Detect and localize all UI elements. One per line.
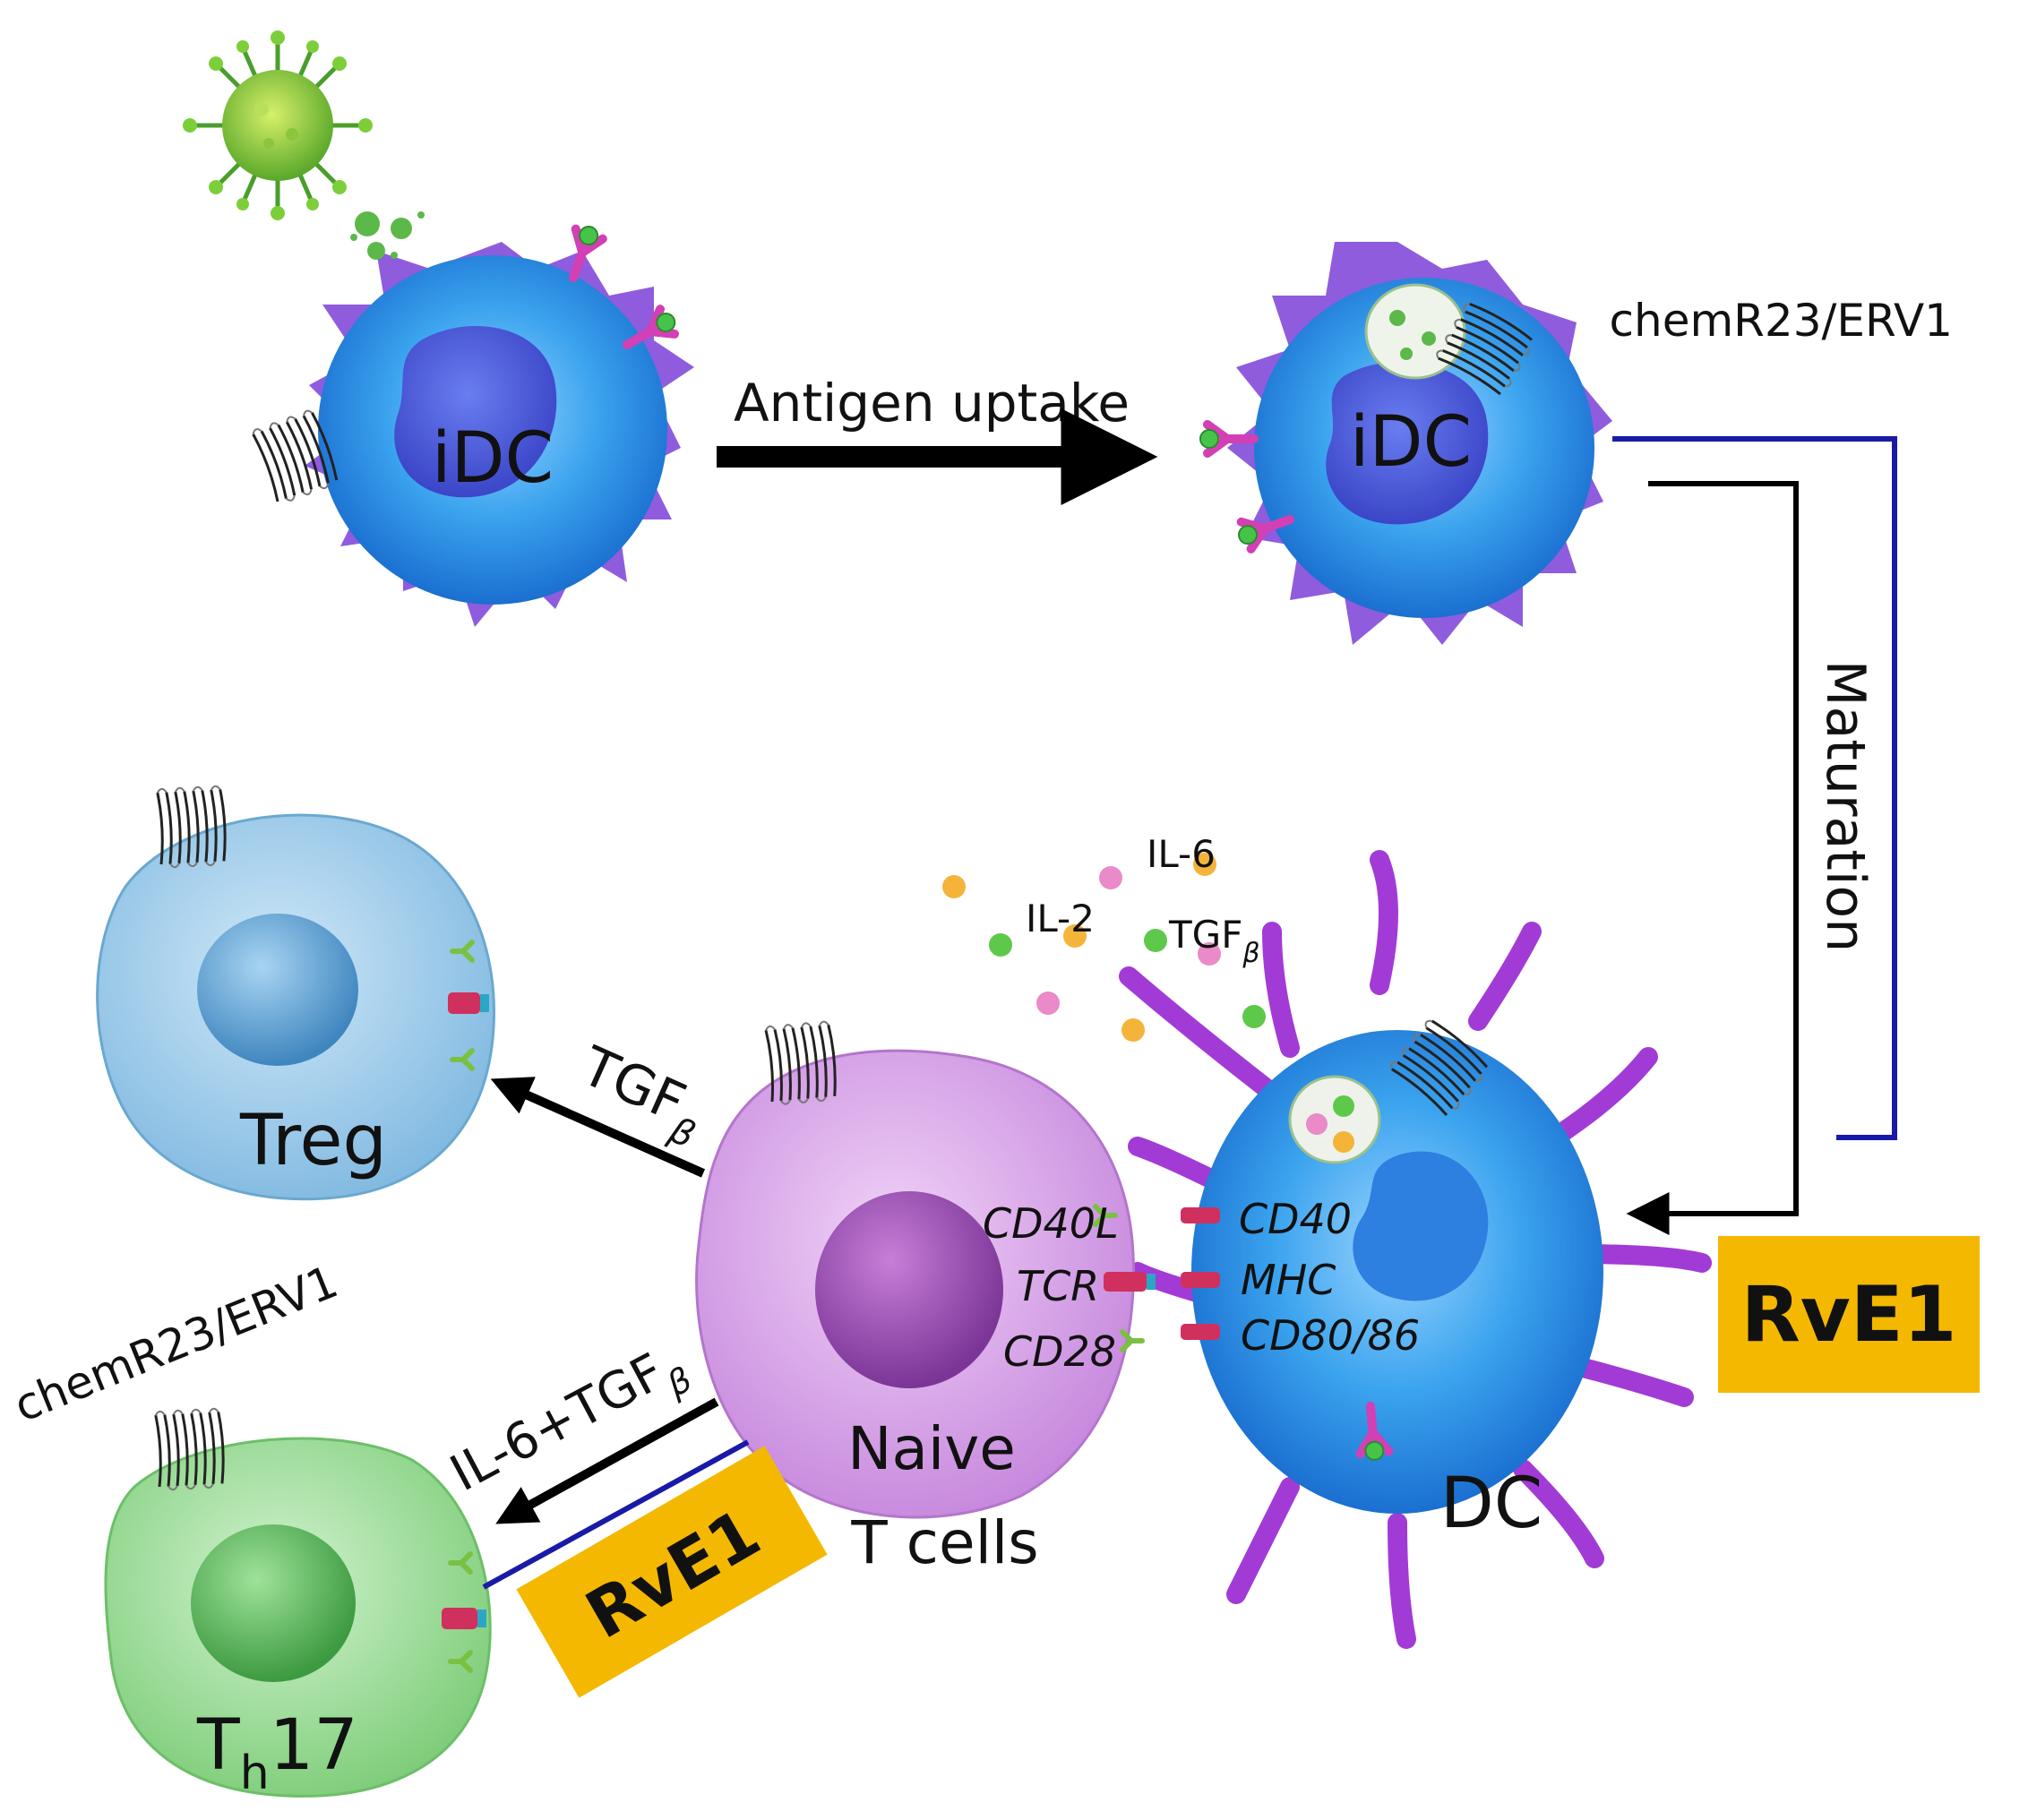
treg-label: Treg: [239, 1101, 387, 1181]
maturation-label: Maturation: [1814, 660, 1877, 952]
t-cells-label: T cells: [850, 1508, 1038, 1577]
cytokine-particles: [942, 853, 1266, 1042]
dc-label: DC: [1440, 1464, 1543, 1544]
rve1-inhibition-line-th17: [482, 1439, 750, 1590]
synapse-molecules: [1096, 1206, 1220, 1350]
mature-dc-cell: [1119, 850, 1712, 1649]
tcr-label: TCR: [1017, 1262, 1099, 1310]
antigen-uptake-label: Antigen uptake: [734, 373, 1130, 434]
naive-t-cell: [695, 1019, 1135, 1519]
idc-label-right: iDC: [1350, 402, 1472, 483]
cd40-label: CD40: [1239, 1195, 1352, 1243]
il6-tgf-to-th17-arrow: [495, 1397, 719, 1524]
cd28-label: CD28: [1003, 1327, 1116, 1376]
cd40l-label: CD40L: [983, 1199, 1119, 1248]
chemr23-label-top: chemR23/ERV1: [1610, 295, 1953, 347]
small-virus-particles-icon: [350, 211, 425, 260]
idc-label-left: iDC: [432, 418, 554, 499]
rve1-label-right: RvE1: [1741, 1270, 1957, 1360]
rve1-inhibition-line-maturation: [1612, 436, 1897, 1140]
virus-icon: [183, 30, 373, 220]
th17-label: Th17: [196, 1705, 358, 1800]
chemr23-label-left: chemR23/ERV1: [7, 1256, 345, 1432]
tgf-cytokine-label: TGFβ: [1168, 913, 1260, 969]
cd80-86-label: CD80/86: [1241, 1311, 1420, 1360]
th17-cell: [104, 1406, 492, 1798]
il2-label: IL-2: [1026, 897, 1095, 940]
treg-cell: [96, 784, 495, 1201]
maturation-arrow: [1626, 481, 1799, 1235]
tgf-to-treg-arrow: [490, 1077, 706, 1178]
idc-cell-right: [1200, 242, 1612, 645]
naive-label: Naive: [847, 1414, 1016, 1483]
rve1-box-right: [1718, 1236, 1980, 1393]
il6-label: IL-6: [1147, 832, 1216, 876]
mhc-label: MHC: [1241, 1256, 1336, 1304]
idc-cell-left: [250, 222, 694, 627]
tgf-treg-label: TGFβ: [566, 1034, 715, 1156]
